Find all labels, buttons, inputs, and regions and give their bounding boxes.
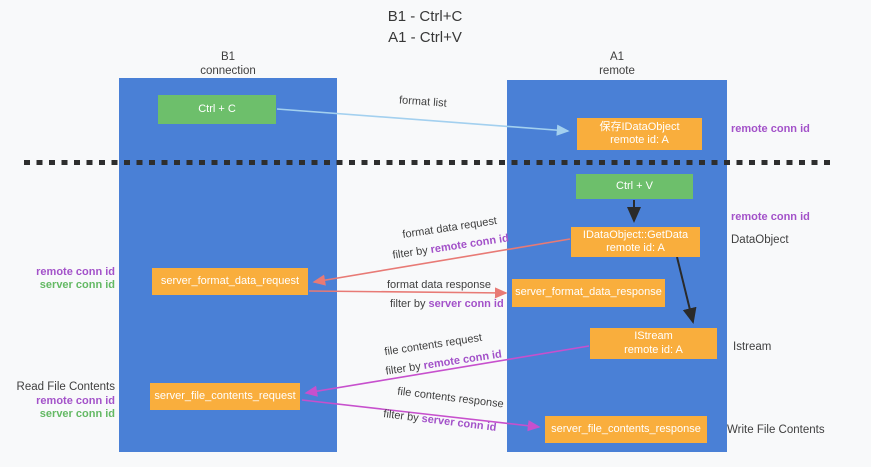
- lane-a1-name: A1: [609, 51, 625, 63]
- lane-header-a1: A1 remote: [507, 50, 727, 78]
- label-filter-by-server-2: filter by server conn id: [383, 408, 497, 434]
- node-ctrl-c: Ctrl + C: [158, 95, 276, 124]
- node-getdata-line2: remote id: A: [606, 242, 665, 254]
- node-ctrl-c-label: Ctrl + C: [198, 102, 236, 115]
- filter-server-conn-id: server conn id: [428, 298, 504, 310]
- node-istream-line1: IStream: [634, 330, 673, 342]
- node-server-file-contents-response-label: server_file_contents_response: [551, 422, 701, 435]
- node-save-idataobject-line1: 保存IDataObject: [599, 120, 680, 133]
- label-write-file-contents: Write File Contents: [727, 424, 825, 436]
- node-ctrl-v-label: Ctrl + V: [616, 179, 653, 192]
- label-remote-conn-id-left: remote conn id: [36, 266, 115, 278]
- filter-by-prefix: filter by: [391, 244, 432, 262]
- label-server-conn-id-left: server conn id: [39, 279, 115, 291]
- label-file-contents-response: file contents response: [396, 385, 505, 411]
- filter-by-prefix: filter by: [382, 408, 423, 425]
- filter-server-conn-id: server conn id: [420, 412, 498, 434]
- node-server-format-data-response: server_format_data_response: [512, 279, 665, 307]
- node-save-idataobject-line2: remote id: A: [610, 134, 669, 146]
- title-line-2: A1 - Ctrl+V: [388, 29, 462, 46]
- label-conn-ids-left-top: remote conn id server conn id: [0, 266, 115, 292]
- dashed-separator-line: [24, 160, 832, 165]
- label-remote-conn-id-left: remote conn id: [36, 395, 115, 407]
- node-server-file-contents-request: server_file_contents_request: [150, 383, 300, 410]
- label-istream: Istream: [733, 341, 772, 353]
- label-dataobject: DataObject: [731, 234, 789, 246]
- label-read-file-contents: Read File Contents: [16, 381, 115, 393]
- label-server-conn-id-left: server conn id: [39, 408, 115, 420]
- diagram-title: B1 - Ctrl+C A1 - Ctrl+V: [325, 6, 525, 48]
- node-idataobject-getdata: IDataObject::GetData remote id: A: [571, 227, 700, 257]
- node-ctrl-v: Ctrl + V: [576, 174, 693, 199]
- title-line-1: B1 - Ctrl+C: [387, 8, 463, 25]
- edge-format-data-response: [308, 287, 508, 299]
- label-filter-by-server-1: filter by server conn id: [390, 298, 504, 310]
- label-conn-ids-left-bottom: remote conn id server conn id: [0, 395, 115, 421]
- lane-header-b1: B1 connection: [118, 50, 338, 78]
- label-format-data-response: format data response: [387, 279, 491, 291]
- filter-by-prefix: filter by: [390, 298, 429, 310]
- label-remote-conn-id-right: remote conn id: [731, 211, 810, 223]
- label-format-list: format list: [398, 94, 448, 110]
- node-istream-line2: remote id: A: [624, 343, 683, 356]
- node-server-format-data-request: server_format_data_request: [152, 268, 308, 295]
- label-remote-conn-id-top-right: remote conn id: [731, 123, 810, 135]
- node-istream: IStream remote id: A: [590, 328, 717, 359]
- node-getdata-line1: IDataObject::GetData: [582, 228, 689, 241]
- node-server-file-contents-request-label: server_file_contents_request: [154, 389, 296, 402]
- node-save-idataobject: 保存IDataObject remote id: A: [577, 118, 702, 150]
- node-server-format-data-request-label: server_format_data_request: [160, 274, 300, 287]
- node-server-format-data-response-label: server_format_data_response: [515, 286, 662, 299]
- filter-remote-conn-id: remote conn id: [422, 348, 503, 372]
- filter-by-prefix: filter by: [384, 360, 425, 378]
- lane-b1-name: B1: [220, 51, 236, 63]
- node-server-file-contents-response: server_file_contents_response: [545, 416, 707, 443]
- filter-remote-conn-id: remote conn id: [429, 232, 510, 256]
- lane-b1-subtitle: connection: [200, 65, 256, 77]
- lane-a1-subtitle: remote: [599, 65, 635, 77]
